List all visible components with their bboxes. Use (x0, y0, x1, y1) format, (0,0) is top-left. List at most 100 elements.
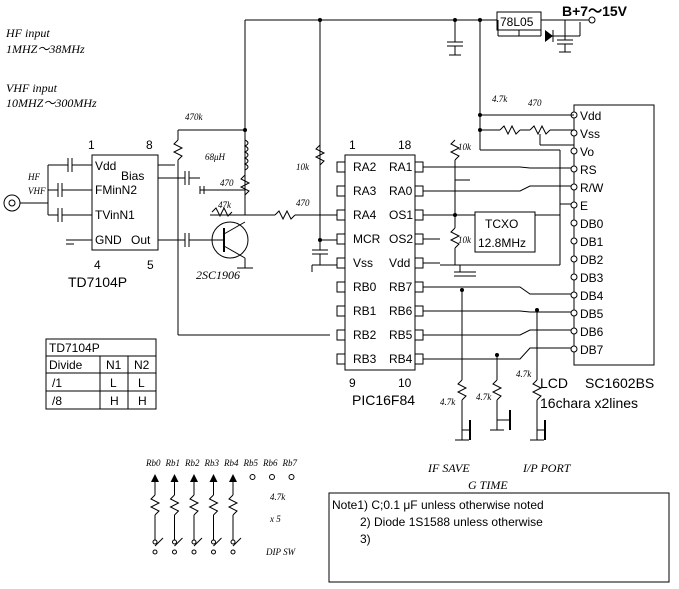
r47k-lcd-label: 4.7k (492, 94, 508, 104)
pic-pin-label: RA2 (353, 160, 377, 174)
pic-pin-label: RB5 (389, 328, 413, 342)
lcd-module: LCD SC1602BS 16chara x2lines (540, 104, 655, 411)
r470k-label: 470k (185, 112, 204, 122)
dip-rb-label: Rb3 (204, 458, 220, 468)
pic-pin-label: OS1 (389, 208, 413, 222)
dip-rb-label: Rb7 (282, 458, 298, 468)
td7104p-chip: 1 8 4 5 Vdd Bias FMinN2 TVinN1 GND Out T… (68, 138, 159, 290)
vhf-input-range: 10MHZ～300MHz (6, 96, 97, 110)
pic-pin10: 10 (398, 376, 412, 390)
dip-switch-lever[interactable] (232, 537, 242, 547)
pic-pullups: 10k (296, 144, 345, 272)
r47k-sw1-label: 4.7k (440, 397, 456, 407)
if-save-label: IF SAVE (427, 461, 470, 475)
lcd-pin-label: Vo (580, 145, 594, 159)
table-cell: L (110, 376, 117, 390)
hf-label: HF (27, 172, 40, 182)
r10k-a-label: 10k (296, 162, 310, 172)
dip-switch-lever[interactable] (193, 537, 203, 547)
pic-pin18: 18 (398, 138, 412, 152)
pic-pin-label: RA0 (389, 184, 413, 198)
lcd-pin-label: DB1 (580, 235, 604, 249)
r470-lcd-label: 470 (528, 98, 542, 108)
table-cell: /1 (52, 376, 62, 390)
dip-sw-label: DIP SW (265, 547, 297, 557)
lcd-pin-label: DB4 (580, 289, 604, 303)
r10k-b-label: 10k (458, 142, 472, 152)
r470b-label: 470 (296, 198, 310, 208)
power-terminal-icon (588, 16, 596, 24)
diode-icon (229, 474, 237, 482)
r470a-label: 470 (220, 178, 234, 188)
r47k-label: 47k (218, 200, 232, 210)
pic-pin-label: RA1 (389, 160, 413, 174)
dip-rb-label: Rb6 (262, 458, 278, 468)
diode-icon (190, 474, 198, 482)
divide-table: TD7104P Divide N1 N2 /1 L L /8 H H (45, 338, 157, 410)
hf-input-range: 1MHZ～38MHz (6, 42, 85, 56)
note-1: Note1) C;0.1 μF unless otherwise noted (332, 498, 544, 512)
pic-pin-label: OS2 (389, 232, 413, 246)
table-cell: H (138, 394, 147, 408)
table-cell: /8 (52, 394, 62, 408)
ip-port-label: I/P PORT (522, 461, 572, 475)
power-supply-label: B+7～15V (562, 3, 628, 19)
pic-pin9: 9 (349, 376, 356, 390)
td7104-pin5: 5 (147, 258, 154, 272)
pic-pin-label: RA3 (353, 184, 377, 198)
lcd-pin-label: DB0 (580, 217, 604, 231)
td7104-pin4: 4 (94, 258, 101, 272)
pic-pin1: 1 (349, 138, 356, 152)
dip-rb-label: Rb5 (243, 458, 259, 468)
lcd-pin-label: DB6 (580, 325, 604, 339)
td7104-fmin: FMinN2 (95, 183, 137, 197)
pic-pin-label: RA4 (353, 208, 377, 222)
dip-switch-lever[interactable] (174, 537, 183, 547)
hf-input-title: HF input (5, 26, 50, 40)
tcxo-freq-label: 12.8MHz (478, 236, 526, 250)
rf-input: HF VHF (3, 158, 92, 245)
r47k-sw2-label: 4.7k (476, 392, 492, 402)
vhf-label: VHF (28, 186, 46, 196)
transistor-part-label: 2SC1906 (196, 268, 240, 282)
lcd-pin-label: Vdd (580, 109, 601, 123)
note-2: 2) Diode 1S1588 unless otherwise (360, 515, 543, 529)
dip-switch-lever[interactable] (154, 537, 164, 547)
push-switches: 4.7k 4.7k 4.7k IF SAVE G TIME I/P PORT (427, 288, 572, 492)
dip-rb-label: Rb0 (145, 458, 161, 468)
pic-pin-label: RB0 (353, 280, 377, 294)
dip-multiplier-label: x 5 (269, 514, 281, 524)
td7104-pin1: 1 (88, 138, 95, 152)
table-cell: L (138, 376, 145, 390)
td7104-bias: Bias (121, 169, 144, 183)
g-time-label: G TIME (468, 478, 508, 492)
dip-rb-label: Rb4 (223, 458, 239, 468)
lcd-pin-label: DB3 (580, 271, 604, 285)
r10k-c-label: 10k (458, 235, 472, 245)
pic-pin-label: RB3 (353, 352, 377, 366)
lcd-pin-label: DB7 (580, 343, 604, 357)
lcd-part-label: SC1602BS (585, 375, 654, 391)
vhf-input-title: VHF input (6, 81, 58, 95)
lcd-pin-label: DB5 (580, 307, 604, 321)
diode-icon (209, 474, 218, 482)
lcd-contrast: 4.7k 470 (478, 94, 574, 190)
td7104-vdd: Vdd (95, 159, 116, 173)
td7104-part-label: TD7104P (68, 274, 127, 290)
pic-pin-label: RB7 (389, 280, 413, 294)
table-cell: H (110, 394, 119, 408)
td7104-out: Out (131, 233, 151, 247)
lcd-pin-label: E (580, 199, 588, 213)
table-header: Divide (49, 358, 83, 372)
diode-icon (545, 30, 553, 42)
td7104-tvin: TVinN1 (95, 208, 135, 222)
lcd-pin-label: RS (580, 163, 597, 177)
pic-pin-label: RB4 (389, 352, 413, 366)
td7104-gnd: GND (95, 233, 122, 247)
regulator-label: 78L05 (500, 15, 534, 29)
dip-switch-lever[interactable] (213, 537, 222, 547)
